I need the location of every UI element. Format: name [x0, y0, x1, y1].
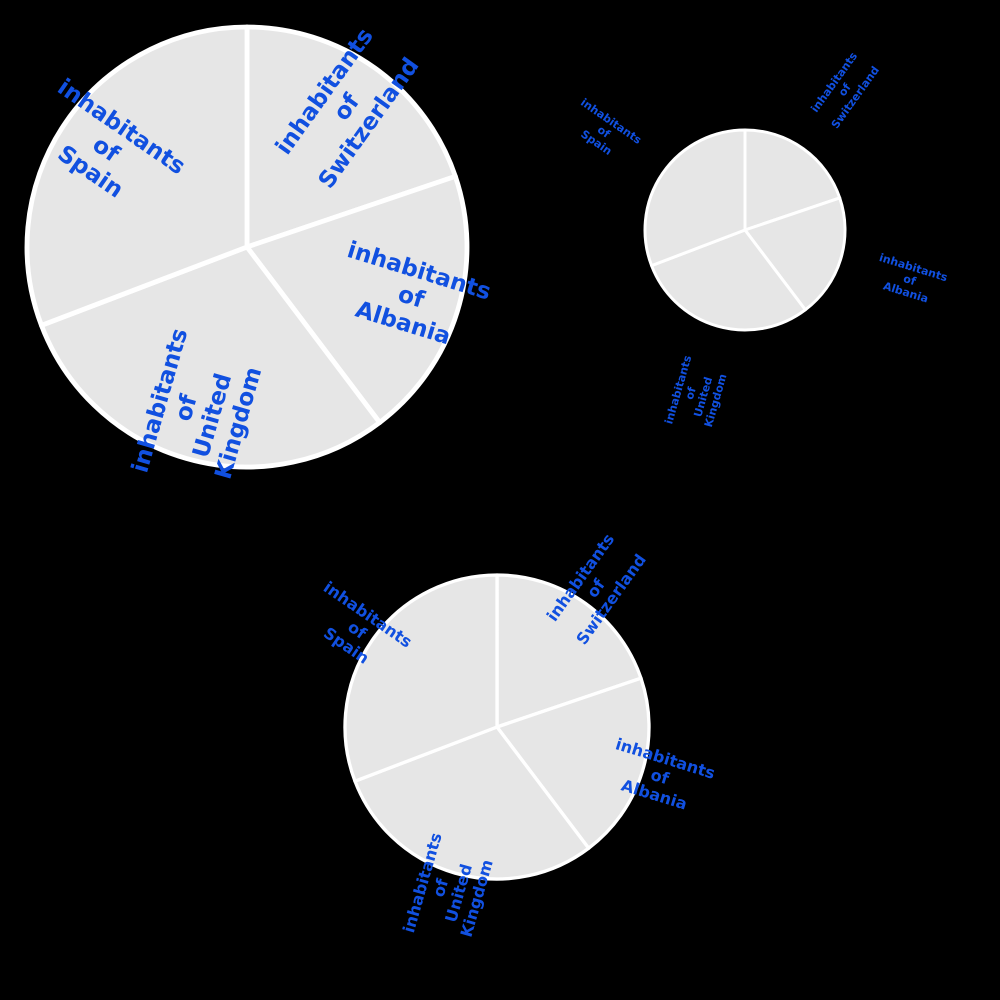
- pie-slice-albania[interactable]: [244, 173, 470, 425]
- pie-label-line: of: [649, 764, 673, 788]
- pie-label-albania: inhabitantsofAlbania: [870, 251, 950, 309]
- pie-label-line: of: [683, 385, 699, 401]
- pie-label-line: of: [902, 272, 918, 288]
- pie-slice-spain[interactable]: [643, 128, 747, 268]
- pie-label-text: inhabitantsofAlbania: [870, 251, 950, 309]
- pie-svg: inhabitantsofSwitzerlandinhabitantsofAlb…: [320, 530, 717, 939]
- pie-slice-united-kingdom[interactable]: [39, 244, 383, 470]
- pie-label-spain: inhabitantsofSpain: [563, 96, 644, 169]
- pie-svg: inhabitantsofSwitzerland inhabitantsofAlb…: [563, 49, 950, 428]
- pie-svg: inhabitantsofSwitzerlandinhabitantsofAlb…: [24, 23, 494, 482]
- pie-label-line: of: [428, 876, 452, 899]
- pie-label-text: inhabitantsofSwitzerland: [808, 49, 882, 131]
- pie-label-switzerland: inhabitantsofSwitzerland: [808, 49, 882, 131]
- pie-label-text: inhabitantsofSpain: [563, 96, 644, 169]
- pie-slice-albania[interactable]: [743, 196, 847, 312]
- pie-slice-united-kingdom[interactable]: [650, 228, 807, 332]
- pie-chart-2: inhabitantsofSwitzerland inhabitantsofAlb…: [385, 0, 1000, 590]
- pie-slice-albania[interactable]: [495, 676, 651, 850]
- pie-slice-spain[interactable]: [24, 24, 250, 328]
- pie-slice-spain[interactable]: [343, 573, 499, 783]
- pie-slice-united-kingdom[interactable]: [353, 725, 591, 881]
